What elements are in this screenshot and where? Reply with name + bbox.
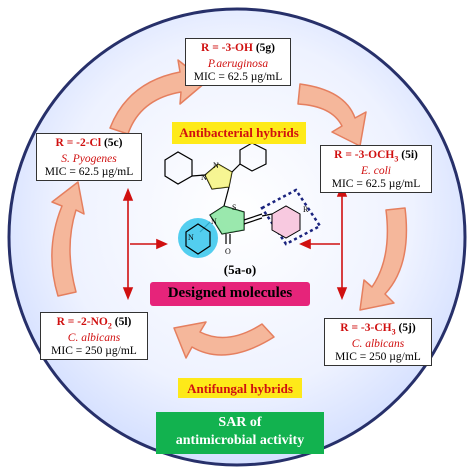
mic-value: MIC = 62.5 µg/mL [193,71,283,84]
atom-labels: N N S N O N R [188,161,309,256]
antibacterial-bg [172,122,306,144]
atom-n2: N [213,161,219,170]
arrow-bottom [173,321,275,359]
atom-o: O [225,247,231,256]
red-arrows [122,183,348,301]
mic-value: MIC = 62.5 µg/mL [44,166,134,179]
antifungal-bg [178,378,302,398]
atom-s: S [232,203,236,212]
pyrazole-highlight [205,164,232,189]
cycle-arrows [51,59,408,359]
organism: E. coli [360,165,392,178]
sar-bg [156,412,324,454]
compound-code: (5g) [255,42,275,54]
compound-box-5g: R = -3-OH (5g) P.aeruginosa MIC = 62.5 µ… [185,38,291,86]
compound-box-5c: R = -2-Cl (5c) S. Pyogenes MIC = 62.5 µg… [36,133,142,181]
r-substituent: R = -2-NO [56,316,108,328]
compound-code: (5l) [114,316,132,328]
antibacterial-label: Antibacterial hybrids [179,125,299,140]
compound-code: (5i) [401,149,418,161]
antifungal-label: Antifungal hybrids [187,381,293,396]
r-substituent: R = -2-Cl [55,137,104,149]
r-substituent: R = -3-OCH [334,149,395,161]
atom-py-n: N [188,233,194,242]
compound-code: (5c) [103,137,123,149]
atom-r: R [303,205,309,214]
compound-code: (5j) [398,322,416,334]
designed-label: Designed molecules [167,285,293,301]
r-substituent: R = -3-CH [340,322,392,334]
thiazolidinone-highlight [210,206,244,234]
compound-box-5i: R = -3-OCH3 (5i) E. coli MIC = 62.5 µg/m… [320,145,432,193]
arrow-left [51,181,85,297]
compound-box-5l: R = -2-NO2 (5l) C. albicans MIC = 250 µg… [40,312,148,360]
atom-n1: N [201,173,207,182]
sar-label-line2: antimicrobial activity [175,433,305,448]
atom-n3: N [211,217,217,226]
compound-box-5j: R = -3-CH3 (5j) C. albicans MIC = 250 µg… [324,318,432,366]
organism: P.aeruginosa [207,58,269,71]
mic-value: MIC = 250 µg/mL [335,351,421,364]
arrow-right [359,207,408,311]
designed-bg [150,282,310,306]
organism: C. albicans [67,332,121,345]
pyridine-ring [185,223,211,255]
organism: C. albicans [351,338,405,351]
mic-value: MIC = 62.5 µg/mL [331,178,421,191]
organism: S. Pyogenes [61,153,117,166]
series-label: (5a-o) [223,262,257,277]
mic-value: MIC = 250 µg/mL [51,345,137,358]
r-phenyl-ring [271,205,301,239]
sar-label-line1: SAR of [218,415,262,430]
r-substituent: R = -3-OH [201,42,256,54]
